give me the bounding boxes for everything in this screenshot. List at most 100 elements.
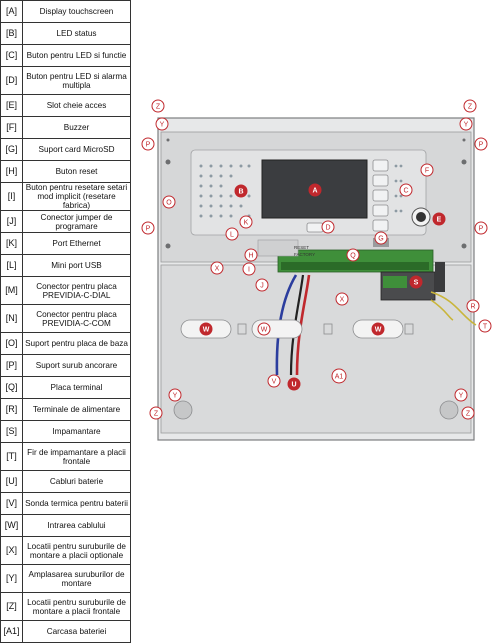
legend-description: Fir de impamantare a placii frontale <box>22 442 131 471</box>
callout-v: V <box>267 374 281 388</box>
callout-text: A1 <box>335 374 344 381</box>
legend-code: [D] <box>0 66 23 95</box>
legend-description: Conector pentru placa PREVIDIA-C-DIAL <box>22 276 131 305</box>
legend-row: [H]Buton reset <box>0 160 131 183</box>
callout-w: W <box>199 322 213 336</box>
callout-z: Z <box>461 406 475 420</box>
callout-text: D <box>325 225 330 232</box>
legend-code: [H] <box>0 160 23 183</box>
legend-row: [N]Conector pentru placa PREVIDIA-C-COM <box>0 304 131 333</box>
multi-alarm-button <box>306 222 324 233</box>
legend-row: [D]Buton pentru LED si alarma multipla <box>0 66 131 95</box>
callout-y: Y <box>155 117 169 131</box>
callout-text: E <box>437 217 442 224</box>
callout-d: D <box>321 220 335 234</box>
callout-z: Z <box>149 406 163 420</box>
legend-code: [C] <box>0 44 23 67</box>
legend-description: LED status <box>22 22 131 45</box>
callout-o: O <box>162 195 176 209</box>
callout-text: T <box>483 324 488 331</box>
legend-description: Amplasarea suruburilor de montare <box>22 564 131 593</box>
legend-code: [S] <box>0 420 23 443</box>
legend-description: Conector jumper de programare <box>22 210 131 233</box>
legend-code: [M] <box>0 276 23 305</box>
legend-description: Cabluri baterie <box>22 470 131 493</box>
callout-u: U <box>287 377 301 391</box>
legend-row: [W]Intrarea cablului <box>0 514 131 537</box>
callout-text: Z <box>154 411 159 418</box>
legend-description: Placa terminal <box>22 376 131 399</box>
callout-p: P <box>474 137 488 151</box>
legend-code: [P] <box>0 354 23 377</box>
callout-text: Z <box>156 104 161 111</box>
battery-wire-red <box>295 274 311 376</box>
legend-description: Suport card MicroSD <box>22 138 131 161</box>
callout-text: P <box>479 226 484 233</box>
legend-description: Buzzer <box>22 116 131 139</box>
callout-w: W <box>257 322 271 336</box>
legend-table: [A]Display touchscreen[B]LED status[C]Bu… <box>0 0 131 643</box>
function-leds <box>394 164 403 213</box>
ground-wire <box>430 299 454 321</box>
legend-code: [G] <box>0 138 23 161</box>
callout-k: K <box>239 215 253 229</box>
legend-code: [A] <box>0 0 23 23</box>
callout-text: X <box>340 297 345 304</box>
legend-row: [I]Buton pentru resetare setari mod impl… <box>0 182 131 211</box>
legend-code: [N] <box>0 304 23 333</box>
callout-text: Z <box>468 104 473 111</box>
legend-description: Buton pentru LED si alarma multipla <box>22 66 131 95</box>
callout-p: P <box>474 221 488 235</box>
callout-h: H <box>244 248 258 262</box>
callout-r: R <box>466 299 480 313</box>
callout-text: S <box>414 280 419 287</box>
callout-s: S <box>409 275 423 289</box>
callout-y: Y <box>168 388 182 402</box>
legend-row: [R]Terminale de alimentare <box>0 398 131 421</box>
legend-row: [O]Suport pentru placa de baza <box>0 332 131 355</box>
callout-e: E <box>432 212 446 226</box>
callout-z: Z <box>463 99 477 113</box>
legend-description: Port Ethernet <box>22 232 131 255</box>
legend-code: [Q] <box>0 376 23 399</box>
screw-holes <box>165 138 467 249</box>
legend-row: [K]Port Ethernet <box>0 232 131 255</box>
status-leds <box>199 164 251 218</box>
callout-text: W <box>203 327 210 334</box>
legend-row: [C]Buton pentru LED si functie <box>0 44 131 67</box>
legend-code: [B] <box>0 22 23 45</box>
callout-text: P <box>146 226 151 233</box>
legend-row: [Y]Amplasarea suruburilor de montare <box>0 564 131 593</box>
legend-code: [Y] <box>0 564 23 593</box>
callout-i: I <box>242 262 256 276</box>
callout-text: P <box>146 142 151 149</box>
legend-code: [I] <box>0 182 23 211</box>
callout-text: C <box>403 188 408 195</box>
legend-row: [M]Conector pentru placa PREVIDIA-C-DIAL <box>0 276 131 305</box>
legend-description: Conector pentru placa PREVIDIA-C-COM <box>22 304 131 333</box>
callout-text: J <box>260 283 264 290</box>
callout-text: B <box>238 189 243 196</box>
legend-description: Intrarea cablului <box>22 514 131 537</box>
legend-row: [T]Fir de impamantare a placii frontale <box>0 442 131 471</box>
legend-row: [V]Sonda termica pentru baterii <box>0 492 131 515</box>
reset-area <box>257 239 299 257</box>
legend-row: [B]LED status <box>0 22 131 45</box>
callout-text: Z <box>466 411 471 418</box>
legend-code: [W] <box>0 514 23 537</box>
legend-description: Locatii pentru suruburile de montare a p… <box>22 592 131 621</box>
legend-description: Display touchscreen <box>22 0 131 23</box>
callout-text: P <box>479 142 484 149</box>
legend-code: [V] <box>0 492 23 515</box>
legend-code: [O] <box>0 332 23 355</box>
callout-p: P <box>141 137 155 151</box>
callout-c: C <box>399 183 413 197</box>
legend-row: [Q]Placa terminal <box>0 376 131 399</box>
legend-description: Sonda termica pentru baterii <box>22 492 131 515</box>
legend-code: [R] <box>0 398 23 421</box>
legend-code: [U] <box>0 470 23 493</box>
legend-code: [K] <box>0 232 23 255</box>
legend-code: [J] <box>0 210 23 233</box>
callout-text: O <box>166 200 172 207</box>
legend-row: [F]Buzzer <box>0 116 131 139</box>
